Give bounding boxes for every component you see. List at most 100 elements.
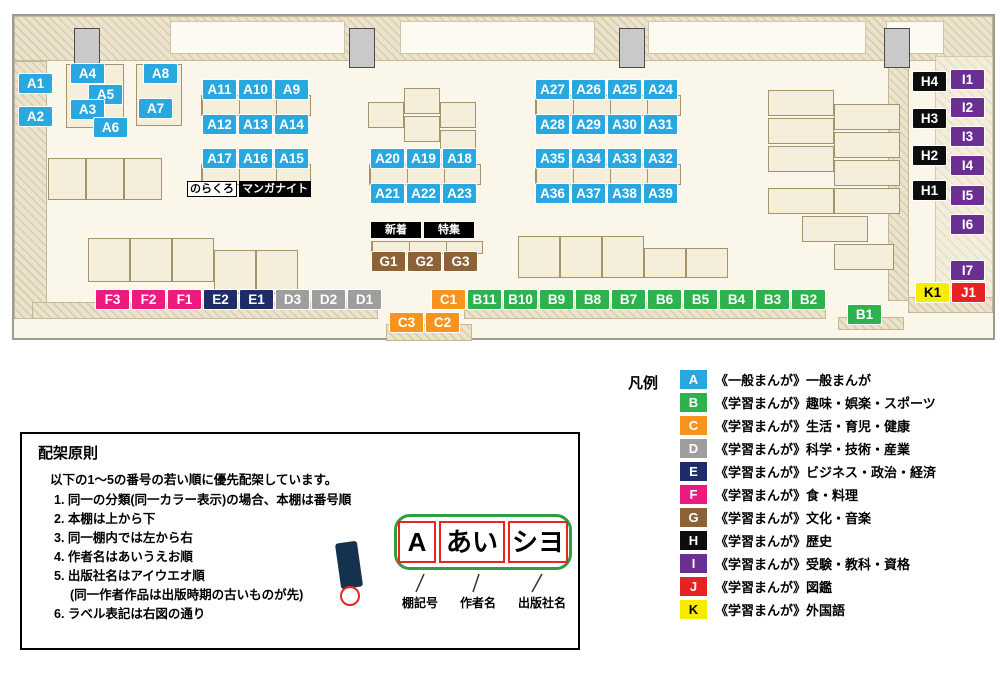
legend-row-I: I《学習まんが》受験・教科・資格	[680, 554, 996, 573]
principles-title: 配架原則	[38, 445, 99, 462]
principles-item: 1. 同一の分類(同一カラー表示)の場合、本棚は番号順	[54, 493, 352, 507]
shelf-label-A38: A38	[607, 183, 642, 204]
shelf-block	[368, 102, 404, 128]
shelf-block	[768, 118, 834, 144]
shelf-label-J1: J1	[951, 282, 986, 303]
shelf-block	[518, 236, 560, 278]
shelf-label-K1: K1	[915, 282, 950, 303]
legend-row-B: B 《学習まんが》趣味・娯楽・スポーツ	[680, 393, 996, 412]
principles-item: 5. 出版社名はアイウエオ順	[54, 569, 205, 583]
shelf-label-A21: A21	[370, 183, 405, 204]
shelf-label-A16: A16	[238, 148, 273, 169]
shelf-label-A5: A5	[88, 84, 123, 105]
shelf-label-A27: A27	[535, 79, 570, 100]
legend-swatch-B: B	[680, 393, 707, 412]
shelf-label-F1: F1	[167, 289, 202, 310]
shelf-row	[201, 95, 311, 116]
shelf-label-A32: A32	[643, 148, 678, 169]
shelf-label-A3: A3	[70, 99, 105, 120]
legend-swatch-C: C	[680, 416, 707, 435]
pillar	[74, 28, 100, 68]
legend-swatch-A: A	[680, 370, 707, 389]
shelf-label-A15: A15	[274, 148, 309, 169]
shelf-label-A8: A8	[143, 63, 178, 84]
map-tag: 新着	[371, 222, 421, 238]
shelf-label-H3: H3	[912, 108, 947, 129]
shelf-label-B2: B2	[791, 289, 826, 310]
shelf-label-I6: I6	[950, 214, 985, 235]
spine-caption-author: 作者名	[460, 596, 497, 610]
shelf-block	[834, 132, 900, 158]
wall-inset	[170, 21, 345, 54]
shelf-block	[834, 104, 900, 130]
legend-label-F: 《学習まんが》食・料理	[715, 488, 859, 503]
shelf-label-A34: A34	[571, 148, 606, 169]
shelf-label-A29: A29	[571, 114, 606, 135]
shelf-block	[834, 244, 894, 270]
shelf-block	[172, 238, 214, 282]
principles-item: 2. 本棚は上から下	[54, 512, 156, 526]
pillar	[884, 28, 910, 68]
shelf-block	[768, 90, 834, 116]
shelf-row	[535, 95, 681, 116]
pillar	[349, 28, 375, 68]
shelf-label-B4: B4	[719, 289, 754, 310]
legend-label-B: 《学習まんが》趣味・娯楽・スポーツ	[715, 396, 936, 411]
legend-swatch-F: F	[680, 485, 707, 504]
legend-row-H: H 《学習まんが》歴史	[680, 531, 996, 550]
legend-title: 凡例	[628, 375, 659, 392]
shelf-label-F2: F2	[131, 289, 166, 310]
shelf-label-G2: G2	[407, 251, 442, 272]
principles-box: 配架原則 以下の1〜5の番号の若い順に優先配架しています。 1. 同一の分類(同…	[20, 432, 580, 650]
shelf-label-A26: A26	[571, 79, 606, 100]
shelf-label-A18: A18	[442, 148, 477, 169]
pillar	[619, 28, 645, 68]
legend-label-A: 《一般まんが》一般まんが	[715, 373, 872, 388]
shelf-label-A7: A7	[138, 98, 173, 119]
legend-rows: A 《一般まんが》一般まんが B 《学習まんが》趣味・娯楽・スポーツ C 《学習まんが》生…	[680, 370, 996, 619]
shelf-label-I2: I2	[950, 97, 985, 118]
shelf-label-A11: A11	[202, 79, 237, 100]
shelf-label-A33: A33	[607, 148, 642, 169]
legend-label-H: 《学習まんが》歴史	[715, 534, 833, 549]
shelf-label-A1: A1	[18, 73, 53, 94]
spine-caption-publisher: 出版社名	[518, 596, 567, 610]
legend-row-F: F 《学習まんが》食・料理	[680, 485, 996, 504]
spine-publisher-name: シヨ	[508, 521, 568, 563]
shelf-block	[768, 146, 834, 172]
shelf-label-B1: B1	[847, 304, 882, 325]
shelf-label-D3: D3	[275, 289, 310, 310]
legend-label-C: 《学習まんが》生活・育児・健康	[715, 419, 911, 434]
shelf-label-B5: B5	[683, 289, 718, 310]
spine-shelf-code: A	[398, 521, 436, 563]
shelf-block	[130, 238, 172, 282]
shelf-label-A10: A10	[238, 79, 273, 100]
legend-swatch-H: H	[680, 531, 707, 550]
shelf-label-A30: A30	[607, 114, 642, 135]
shelf-label-A22: A22	[406, 183, 441, 204]
shelf-block	[256, 250, 298, 294]
legend-label-J: 《学習まんが》図鑑	[715, 580, 833, 595]
legend-label-I: 《学習まんが》受験・教科・資格	[715, 557, 911, 572]
legend-swatch-D: D	[680, 439, 707, 458]
shelf-block	[686, 248, 728, 278]
spine-pointer-lines-icon	[415, 573, 543, 593]
shelf-row	[371, 241, 483, 254]
spine-caption-shelf: 棚記号	[402, 596, 439, 610]
shelf-block	[802, 216, 868, 242]
shelf-label-B11: B11	[467, 289, 502, 310]
shelf-label-B7: B7	[611, 289, 646, 310]
legend-row-K: K《学習まんが》外国語	[680, 600, 996, 619]
shelf-label-B10: B10	[503, 289, 538, 310]
shelf-label-E1: E1	[239, 289, 274, 310]
map-tag: のらくろ	[187, 181, 237, 197]
shelf-block	[404, 88, 440, 114]
legend-row-C: C 《学習まんが》生活・育児・健康	[680, 416, 996, 435]
shelf-label-A2: A2	[18, 106, 53, 127]
spine-author-name: あい	[439, 521, 505, 563]
shelf-block	[88, 238, 130, 282]
legend-row-E: E《学習まんが》ビジネス・政治・経済	[680, 462, 996, 481]
spine-label-example: A あい シヨ	[394, 514, 572, 570]
